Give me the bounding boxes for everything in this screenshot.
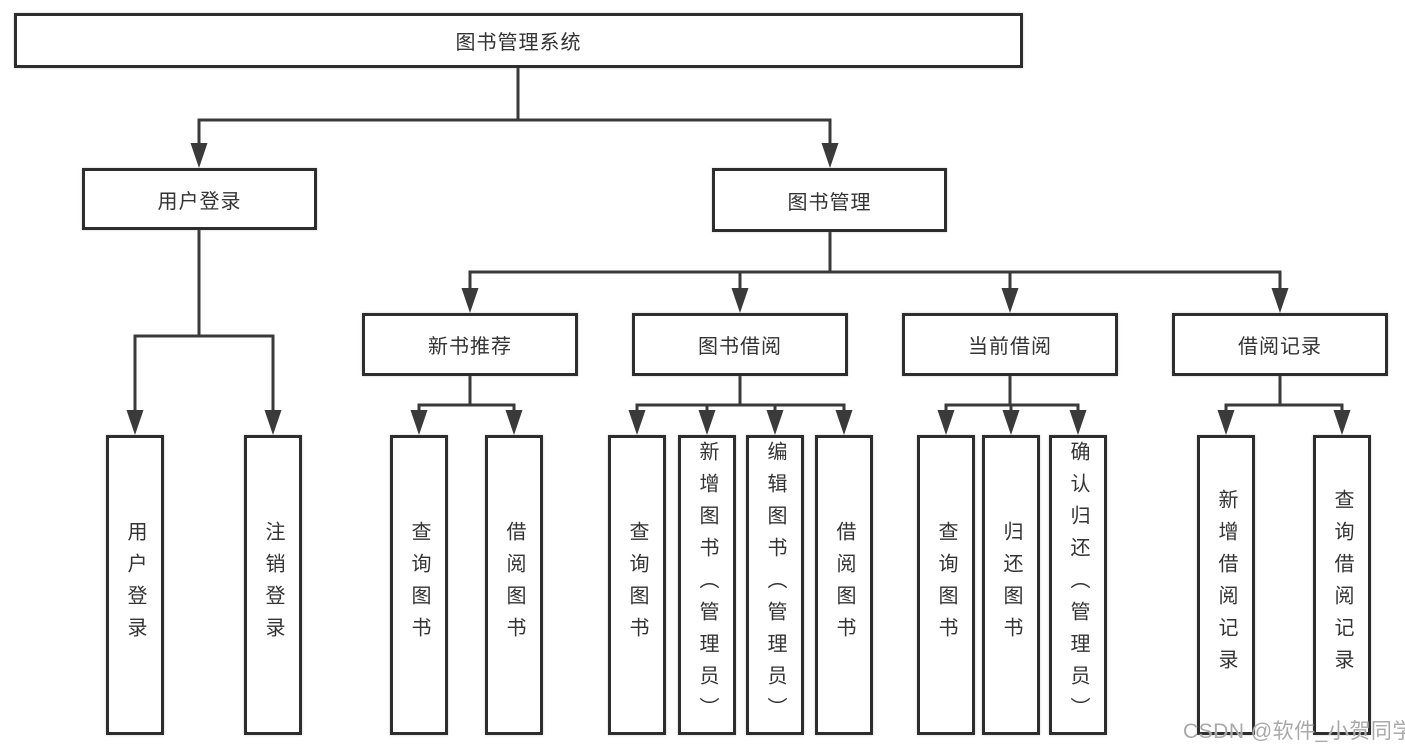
leaf-add-book-admin: 新增图书（管理员） [678, 435, 736, 735]
leaf-label: 借阅图书 [503, 521, 525, 649]
leaf-label: 借阅图书 [833, 521, 855, 649]
node-book-borrowing: 图书借阅 [632, 313, 848, 376]
leaf-query-borrow-record: 查询借阅记录 [1313, 435, 1371, 735]
leaf-label: 注销登录 [262, 521, 284, 649]
node-label: 新书推荐 [428, 336, 512, 358]
node-label: 用户登录 [157, 190, 242, 213]
node-current-borrowing: 当前借阅 [902, 313, 1118, 376]
leaf-label: 新增图书（管理员） [696, 441, 718, 729]
leaf-add-borrow-record: 新增借阅记录 [1197, 435, 1255, 735]
leaf-label: 查询图书 [408, 521, 430, 649]
leaf-borrow-books: 借阅图书 [815, 435, 873, 735]
node-library-system: 图书管理系统 [14, 13, 1023, 68]
leaf-label: 用户登录 [124, 521, 146, 649]
node-new-book-recommend: 新书推荐 [362, 313, 578, 376]
leaf-user-login: 用户登录 [106, 435, 164, 735]
node-label: 图书借阅 [698, 336, 782, 358]
node-label: 当前借阅 [968, 336, 1052, 358]
leaf-return-book: 归还图书 [982, 435, 1040, 735]
csdn-watermark: CSDN @软件_小贺同学 [1183, 720, 1405, 743]
leaf-logout: 注销登录 [244, 435, 302, 735]
leaf-label: 查询图书 [626, 521, 648, 649]
leaf-label: 查询借阅记录 [1331, 489, 1353, 681]
leaf-query-books-borrowing: 查询图书 [608, 435, 666, 735]
leaf-query-books-recommend: 查询图书 [390, 435, 448, 735]
leaf-borrow-books-recommend: 借阅图书 [485, 435, 543, 735]
leaf-label: 查询图书 [935, 521, 957, 649]
leaf-edit-book-admin: 编辑图书（管理员） [746, 435, 804, 735]
node-user-login: 用户登录 [82, 168, 317, 230]
node-label: 借阅记录 [1238, 336, 1322, 358]
node-borrowing-records: 借阅记录 [1172, 313, 1388, 376]
leaf-confirm-return-admin: 确认归还（管理员） [1049, 435, 1107, 735]
node-book-management: 图书管理 [712, 168, 947, 232]
leaf-label: 归还图书 [1000, 521, 1022, 649]
leaf-query-books-current: 查询图书 [917, 435, 975, 735]
node-label: 图书管理 [787, 191, 872, 214]
leaf-label: 编辑图书（管理员） [764, 441, 786, 729]
node-label: 图书管理系统 [455, 32, 582, 54]
leaf-label: 新增借阅记录 [1215, 489, 1237, 681]
leaf-label: 确认归还（管理员） [1067, 441, 1089, 729]
